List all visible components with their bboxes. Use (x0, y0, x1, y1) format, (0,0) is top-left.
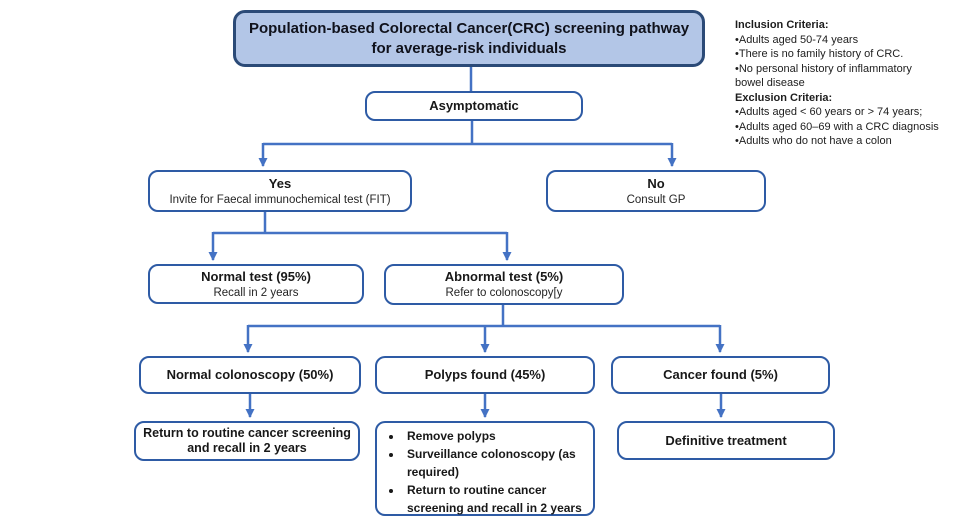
polyps-action-item: Surveillance colonoscopy (as required) (403, 445, 591, 481)
node-normal-colonoscopy: Normal colonoscopy (50%) (139, 356, 361, 394)
criteria-line: •No personal history of inflammatory (735, 62, 912, 75)
node-definitive-treatment: Definitive treatment (617, 421, 835, 460)
criteria-panel: Inclusion Criteria: •Adults aged 50-74 y… (735, 18, 953, 149)
node-asymptomatic: Asymptomatic (365, 91, 583, 121)
criteria-line: •Adults who do not have a colon (735, 135, 892, 147)
node-return-routine: Return to routine cancer screening and r… (134, 421, 360, 461)
node-asymptomatic-title: Asymptomatic (429, 98, 519, 113)
exclusion-criteria-heading: Exclusion Criteria: (735, 91, 833, 104)
node-abnormal-test-subtitle: Refer to colonoscopy[y (445, 287, 563, 299)
inclusion-criteria-heading: Inclusion Criteria: (735, 19, 829, 31)
criteria-line: •There is no family history of CRC. (735, 48, 904, 60)
polyps-action-item: Return to routine cancer screening and r… (403, 481, 591, 517)
node-normal-test-title: Normal test (95%) (201, 268, 311, 284)
node-no-title: No (647, 175, 665, 191)
node-yes-title: Yes (268, 175, 292, 191)
node-cancer-found-title: Cancer found (5%) (663, 367, 778, 382)
exclusion-criteria-list: •Adults aged < 60 years or > 74 years; •A… (735, 105, 953, 149)
node-return-routine-title: Return to routine cancer screening and r… (143, 426, 351, 455)
polyps-action-item: Remove polyps (403, 427, 591, 445)
flowchart-title-node: Population-based Colorectal Cancer(CRC) … (233, 10, 705, 67)
criteria-line: •Adults aged 50-74 years (735, 33, 859, 46)
node-polyps-found-title: Polyps found (45%) (424, 367, 546, 382)
node-normal-test-subtitle: Recall in 2 years (213, 286, 299, 299)
criteria-line: •Adults aged 60–69 with a CRC diagnosis (735, 120, 939, 133)
node-definitive-treatment-title: Definitive treatment (665, 432, 787, 448)
criteria-line: bowel disease (735, 77, 805, 89)
node-normal-colonoscopy-title: Normal colonoscopy (50%) (166, 367, 334, 382)
node-polyps-found: Polyps found (45%) (375, 356, 595, 394)
node-abnormal-test-title: Abnormal test (5%) (444, 269, 564, 284)
polyps-actions-bullet-list: Remove polypsSurveillance colonoscopy (a… (377, 427, 591, 517)
flowchart-title-text: Population-based Colorectal Cancer(CRC) … (248, 19, 690, 57)
inclusion-criteria-list: •Adults aged 50-74 years •There is no fam… (735, 33, 953, 91)
node-yes: Yes Invite for Faecal immunochemical tes… (148, 170, 412, 212)
node-abnormal-test: Abnormal test (5%) Refer to colonoscopy[… (384, 264, 624, 305)
node-normal-test: Normal test (95%) Recall in 2 years (148, 264, 364, 304)
node-cancer-found: Cancer found (5%) (611, 356, 830, 394)
node-yes-subtitle: Invite for Faecal immunochemical test (F… (169, 193, 391, 206)
node-no-subtitle: Consult GP (626, 193, 686, 206)
node-no: No Consult GP (546, 170, 766, 212)
node-polyps-actions: Remove polypsSurveillance colonoscopy (a… (375, 421, 595, 516)
criteria-line: •Adults aged < 60 years or > 74 years; (735, 106, 923, 118)
